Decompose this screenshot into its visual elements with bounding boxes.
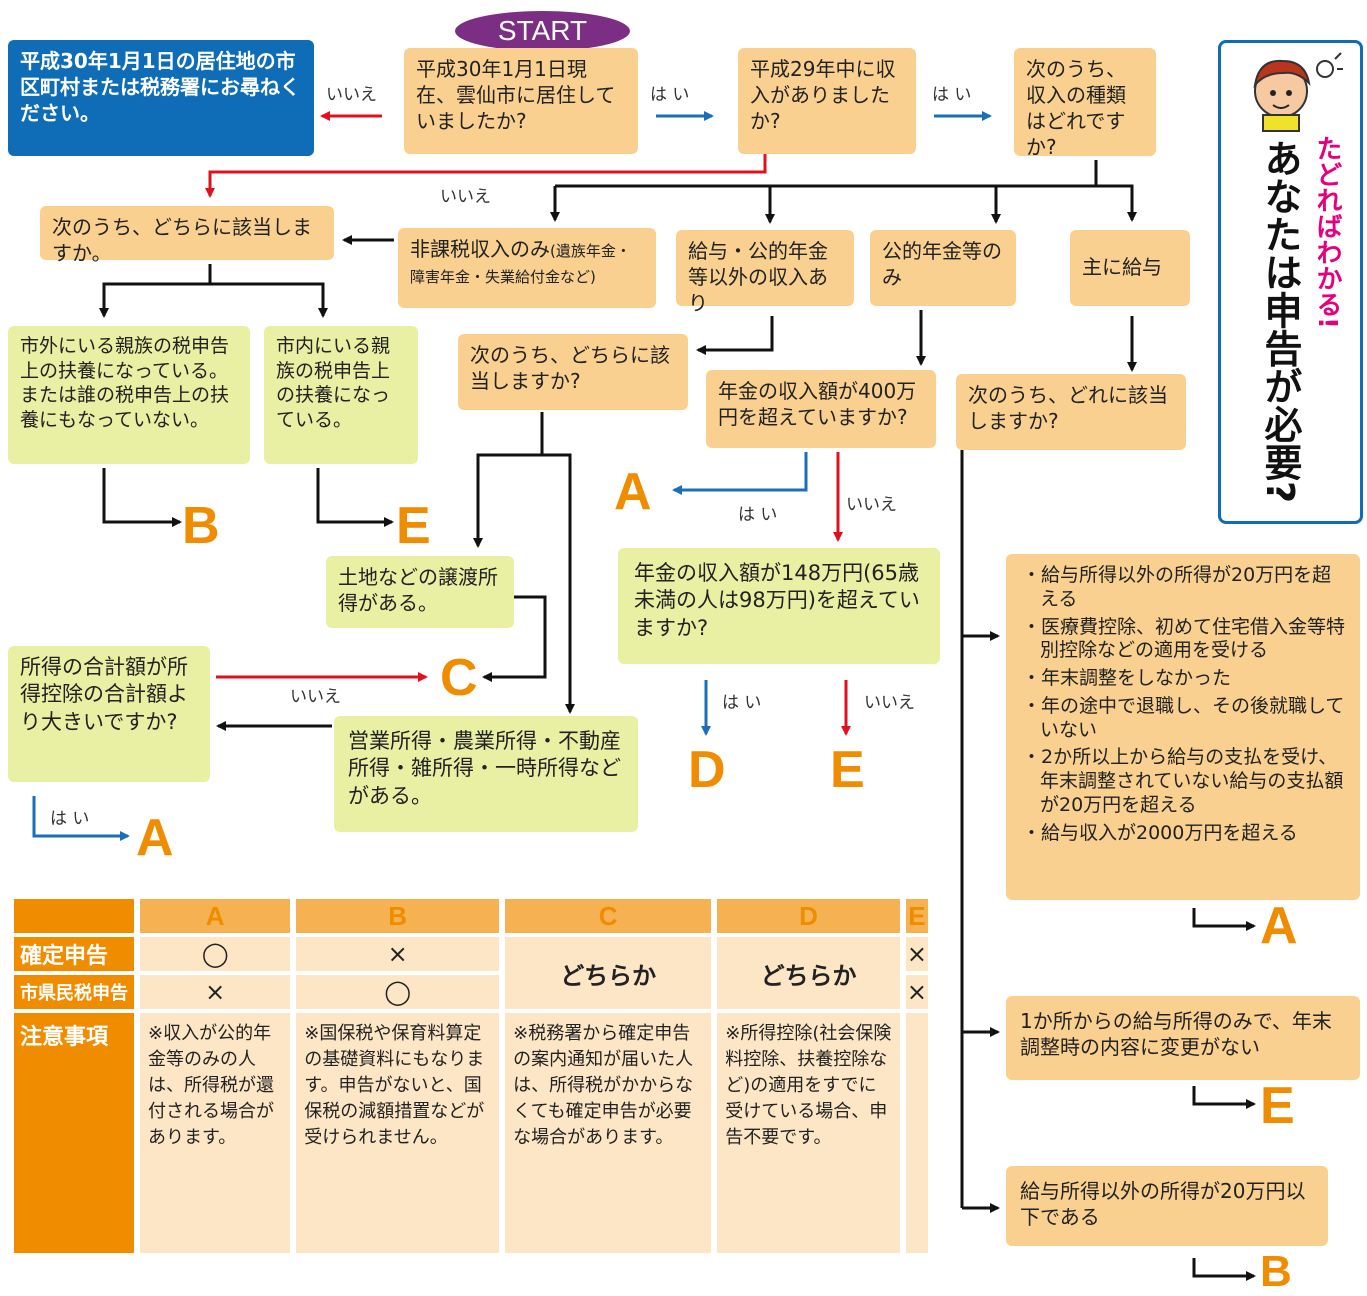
- condition-item: ・年の途中で退職し、その後就職していない: [1022, 694, 1345, 741]
- row-label-notes: 注意事項: [14, 1013, 134, 1253]
- conditions-list: ・給与所得以外の所得が20万円を超える ・医療費控除、初めて住宅借入金等特別控除…: [1020, 564, 1346, 845]
- condition-item: ・医療費控除、初めて住宅借入金等特別控除などの適用を受ける: [1022, 615, 1346, 662]
- side-title-panel: たどればわかる! あなたは申告が必要?: [1218, 40, 1363, 524]
- land-transfer: 土地などの譲渡所得がある。: [326, 556, 514, 628]
- result-E: E: [396, 497, 431, 555]
- cell: ×: [905, 975, 928, 1009]
- other-income-below-20: 給与所得以外の所得が20万円以下である: [1006, 1166, 1328, 1246]
- table-row: 確定申告 ◯ × どちらか どちらか ×: [14, 937, 928, 1009]
- note-B: ※国保税や保育料算定の基礎資料にもなります。申告がないと、国保税の減額措置などが…: [296, 1013, 500, 1253]
- note-A: ※収入が公的年金等のみの人は、所得税が還付される場合があります。: [140, 1013, 291, 1253]
- result-B: B: [182, 497, 220, 555]
- condition-item: ・給与収入が2000万円を超える: [1022, 821, 1298, 844]
- table-corner: [14, 899, 134, 933]
- result-A: A: [136, 809, 174, 867]
- business-income: 営業所得・農業所得・不動産所得・雑所得・一時所得などがある。: [334, 716, 638, 832]
- result-C: C: [440, 649, 478, 707]
- label-no: いいえ: [290, 687, 341, 707]
- dependent-outside: 市外にいる親族の税申告上の扶養になっている。または誰の税申告上の扶養にもなってい…: [8, 326, 250, 464]
- label-yes: は い: [738, 505, 778, 525]
- col-header-E: E: [905, 899, 928, 933]
- q-which-2: 次のうち、どちらに該当しますか?: [458, 334, 688, 410]
- salary-conditions: ・給与所得以外の所得が20万円を超える ・医療費控除、初めて住宅借入金等特別控除…: [1006, 554, 1360, 900]
- condition-item: ・年末調整をしなかった: [1022, 667, 1232, 689]
- q-pension-400: 年金の収入額が400万円を超えていますか?: [706, 370, 936, 448]
- result-A: A: [614, 463, 652, 521]
- q-pension-148: 年金の収入額が148万円(65歳未満の人は98万円)を超えていますか?: [618, 548, 940, 664]
- summary-table: A B C D E 確定申告 ◯ × どちらか どちらか × 市県民税申告 × …: [8, 895, 934, 1257]
- table-row: 注意事項 ※収入が公的年金等のみの人は、所得税が還付される場合があります。 ※国…: [14, 1013, 928, 1253]
- q-total-income: 所得の合計額が所得控除の合計額より大きいですか?: [8, 646, 210, 782]
- label-yes: は い: [932, 85, 972, 105]
- cell-either: どちらか: [717, 937, 900, 1009]
- cell: ×: [905, 937, 928, 971]
- side-subtitle: たどればわかる!: [1312, 135, 1342, 329]
- result-D: D: [688, 741, 726, 799]
- row-label-kakutei: 確定申告: [14, 937, 134, 971]
- child-thinking-icon: [1253, 52, 1343, 132]
- cell: ◯: [296, 975, 500, 1009]
- col-header-B: B: [296, 899, 500, 933]
- q-income-type: 次のうち、収入の種類はどれですか?: [1014, 48, 1156, 159]
- other-income: 給与・公的年金等以外の収入あり: [676, 230, 854, 315]
- result-B: B: [1260, 1247, 1292, 1296]
- note-D: ※所得控除(社会保険料控除、扶養控除など)の適用をすでに受けている場合、申告不要…: [717, 1013, 900, 1253]
- cell: ◯: [140, 937, 291, 971]
- label-yes: は い: [50, 809, 90, 829]
- side-title: あなたは申告が必要?: [1258, 139, 1302, 504]
- label-yes: は い: [650, 85, 690, 105]
- col-header-A: A: [140, 899, 291, 933]
- pension-only: 公的年金等のみ: [870, 230, 1016, 306]
- label-no: いいえ: [326, 85, 377, 105]
- col-header-D: D: [717, 899, 900, 933]
- start-badge: START: [455, 11, 630, 51]
- label-no: いいえ: [846, 495, 897, 515]
- cell: ×: [140, 975, 291, 1009]
- label-yes: は い: [722, 693, 762, 713]
- nontax-label: 非課税収入のみ: [410, 237, 550, 261]
- result-E: E: [1260, 1077, 1295, 1135]
- condition-item: ・給与所得以外の所得が20万円を超える: [1022, 564, 1332, 610]
- one-place-salary: 1か所からの給与所得のみで、年末調整時の内容に変更がない: [1006, 996, 1360, 1080]
- cell-either: どちらか: [505, 937, 712, 1009]
- col-header-C: C: [505, 899, 712, 933]
- q-income: 平成29年中に収入がありましたか?: [738, 48, 916, 154]
- dependent-inside: 市内にいる親族の税申告上の扶養になっている。: [264, 326, 418, 464]
- nontax-income: 非課税収入のみ(遺族年金・障害年金・失業給付金など): [398, 228, 656, 308]
- q-which-3: 次のうち、どれに該当しますか?: [956, 374, 1186, 450]
- note-E: [905, 1013, 928, 1253]
- condition-item: ・2か所以上から給与の支払を受け、年末調整されていない給与の支払額が20万円を超…: [1022, 746, 1344, 816]
- result-A: A: [1260, 897, 1298, 955]
- nontax-note: (遺族年金・障害年金・失業給付金など): [410, 242, 631, 286]
- result-E: E: [830, 741, 865, 799]
- salary-main: 主に給与: [1070, 230, 1190, 306]
- cell: ×: [296, 937, 500, 971]
- table-header-row: A B C D E: [14, 899, 928, 933]
- table-row: 市県民税申告 × ◯ ×: [14, 975, 928, 1009]
- row-label-shikenmin: 市県民税申告: [14, 975, 134, 1009]
- q-which-1: 次のうち、どちらに該当しますか。: [40, 206, 334, 265]
- refer-box: 平成30年1月1日の居住地の市区町村または税務署にお尋ねください。: [8, 40, 314, 156]
- label-no: いいえ: [440, 187, 491, 207]
- label-no: いいえ: [864, 693, 915, 713]
- q-resident: 平成30年1月1日現在、雲仙市に居住していましたか?: [404, 48, 638, 154]
- note-C: ※税務署から確定申告の案内通知が届いた人は、所得税がかからなくても確定申告が必要…: [505, 1013, 712, 1253]
